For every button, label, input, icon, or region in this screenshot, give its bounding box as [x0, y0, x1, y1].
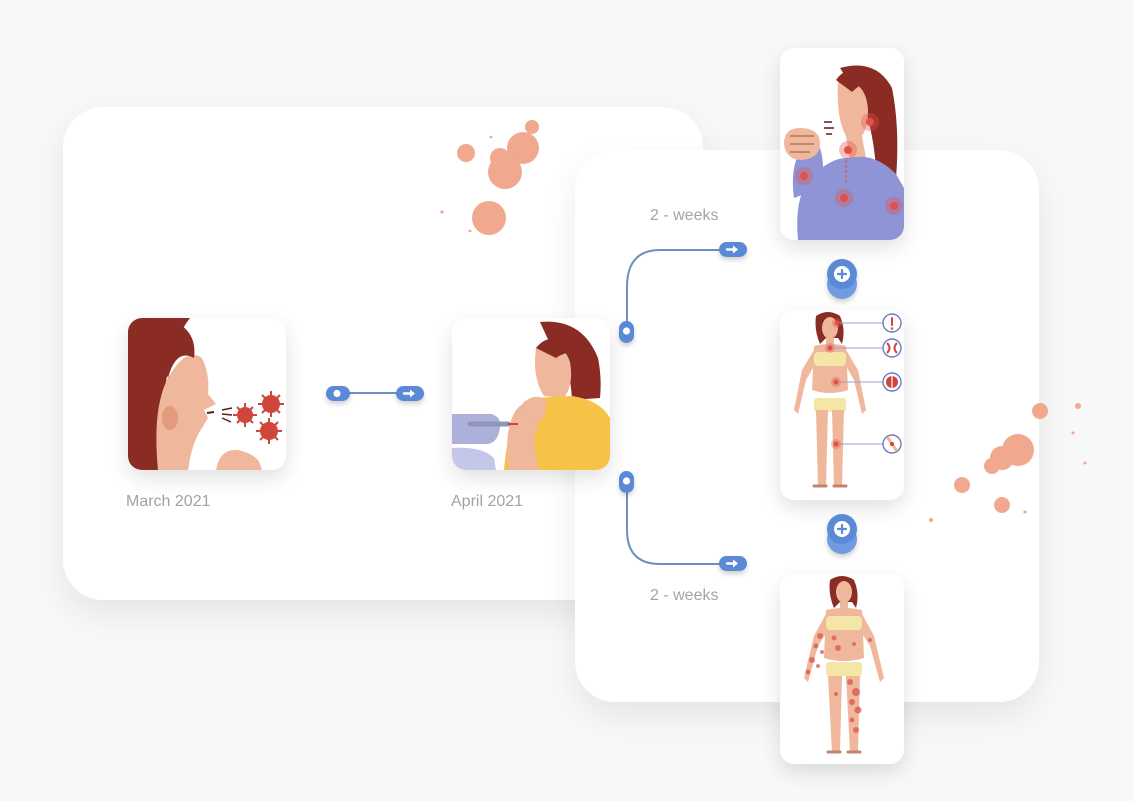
- connector-march-to-april: [326, 386, 424, 401]
- plus-icon: [827, 259, 857, 299]
- decorative-splash-right: [929, 403, 1087, 522]
- dot-node-icon: [619, 321, 634, 343]
- connector-branch-top: [619, 242, 747, 343]
- dot-node-icon: [619, 471, 634, 493]
- plus-icon: [827, 514, 857, 554]
- decorative-splash-top: [440, 120, 539, 235]
- connector-branch-bottom: [619, 471, 747, 571]
- arrow-node-icon: [396, 386, 424, 401]
- arrow-node-icon: [719, 556, 747, 571]
- dot-node-icon: [326, 386, 350, 401]
- arrow-node-icon: [719, 242, 747, 257]
